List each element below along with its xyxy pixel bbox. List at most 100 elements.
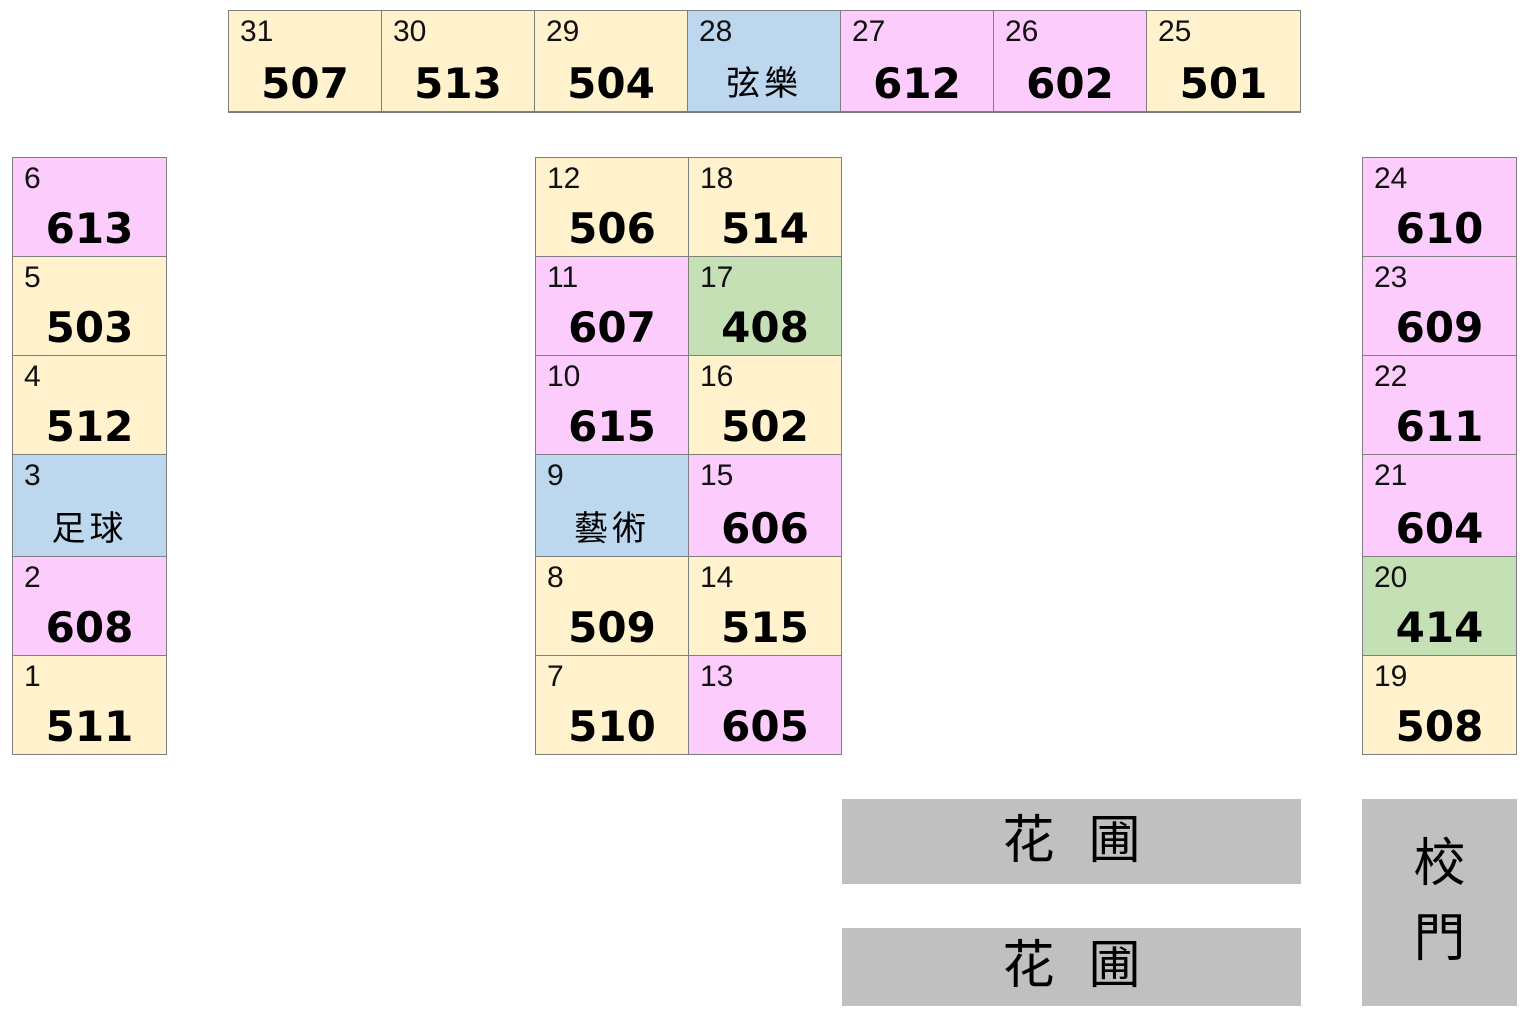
booth-label: 512 bbox=[45, 402, 134, 451]
booth-label: 502 bbox=[721, 402, 809, 451]
booth-label: 612 bbox=[873, 59, 961, 108]
garden-block-1: 花圃 bbox=[842, 799, 1301, 884]
booth-number: 13 bbox=[700, 660, 734, 693]
booth-number: 31 bbox=[240, 15, 274, 48]
booth-label: 509 bbox=[568, 603, 656, 652]
booth-23[interactable]: 23 609 bbox=[1363, 257, 1516, 356]
booth-number: 27 bbox=[852, 15, 886, 48]
booth-27[interactable]: 27 612 bbox=[841, 11, 994, 112]
booth-15[interactable]: 15 606 bbox=[689, 455, 841, 557]
booth-number: 9 bbox=[547, 459, 564, 492]
booth-13[interactable]: 13 605 bbox=[689, 656, 841, 754]
booth-number: 16 bbox=[700, 360, 734, 393]
booth-number: 7 bbox=[547, 660, 564, 693]
booth-24[interactable]: 24 610 bbox=[1363, 158, 1516, 257]
booth-label: 607 bbox=[568, 303, 656, 352]
gate-label-2: 門 bbox=[1413, 909, 1466, 970]
booth-8[interactable]: 8 509 bbox=[536, 557, 689, 656]
booth-label: 507 bbox=[261, 59, 349, 108]
booth-number: 17 bbox=[700, 261, 734, 294]
booth-number: 15 bbox=[700, 459, 734, 492]
booth-number: 30 bbox=[393, 15, 427, 48]
booth-label: 408 bbox=[721, 303, 809, 352]
booth-7[interactable]: 7 510 bbox=[536, 656, 689, 754]
booth-label: 414 bbox=[1395, 603, 1484, 652]
booth-10[interactable]: 10 615 bbox=[536, 356, 689, 455]
booth-5[interactable]: 5 503 bbox=[13, 257, 166, 356]
booth-number: 28 bbox=[699, 15, 733, 48]
booth-number: 8 bbox=[547, 561, 564, 594]
booth-number: 24 bbox=[1374, 162, 1408, 195]
booth-30[interactable]: 30 513 bbox=[382, 11, 535, 112]
booth-22[interactable]: 22 611 bbox=[1363, 356, 1516, 455]
school-gate: 校 門 bbox=[1362, 799, 1517, 1006]
booth-number: 22 bbox=[1374, 360, 1408, 393]
booth-17[interactable]: 17 408 bbox=[689, 257, 841, 356]
booth-number: 10 bbox=[547, 360, 581, 393]
booth-20[interactable]: 20 414 bbox=[1363, 557, 1516, 656]
booth-number: 12 bbox=[547, 162, 581, 195]
booth-number: 11 bbox=[547, 261, 579, 294]
booth-number: 14 bbox=[700, 561, 734, 594]
gate-label-1: 校 bbox=[1413, 834, 1466, 894]
booth-label: 503 bbox=[45, 303, 134, 352]
booth-label: 609 bbox=[1395, 303, 1484, 352]
booth-label: 513 bbox=[414, 59, 502, 108]
booth-label: 501 bbox=[1179, 59, 1268, 108]
booth-number: 25 bbox=[1158, 15, 1192, 48]
booth-label: 608 bbox=[45, 603, 134, 652]
booth-26[interactable]: 26 602 bbox=[994, 11, 1147, 112]
booth-label: 510 bbox=[568, 702, 656, 751]
booth-number: 23 bbox=[1374, 261, 1408, 294]
booth-31[interactable]: 31 507 bbox=[229, 11, 382, 112]
booth-4[interactable]: 4 512 bbox=[13, 356, 166, 455]
booth-label: 藝術 bbox=[574, 509, 650, 549]
booth-number: 29 bbox=[546, 15, 580, 48]
top-row: 31 507 30 513 29 504 28 弦樂 27 612 26 602… bbox=[228, 10, 1301, 113]
booth-label: 605 bbox=[721, 702, 809, 751]
booth-25[interactable]: 25 501 bbox=[1147, 11, 1300, 112]
booth-11[interactable]: 11 607 bbox=[536, 257, 689, 356]
booth-21[interactable]: 21 604 bbox=[1363, 455, 1516, 557]
booth-number: 21 bbox=[1374, 459, 1408, 492]
booth-29[interactable]: 29 504 bbox=[535, 11, 688, 112]
booth-number: 19 bbox=[1374, 660, 1408, 693]
booth-number: 18 bbox=[700, 162, 734, 195]
booth-label: 613 bbox=[45, 204, 134, 253]
booth-number: 4 bbox=[24, 360, 41, 393]
booth-label: 足球 bbox=[51, 509, 128, 549]
booth-label: 506 bbox=[568, 204, 656, 253]
booth-number: 2 bbox=[24, 561, 41, 594]
booth-19[interactable]: 19 508 bbox=[1363, 656, 1516, 754]
booth-label: 604 bbox=[1395, 504, 1484, 553]
booth-label: 514 bbox=[721, 204, 809, 253]
booth-12[interactable]: 12 506 bbox=[536, 158, 689, 257]
booth-label: 615 bbox=[568, 402, 656, 451]
booth-9[interactable]: 9 藝術 bbox=[536, 455, 689, 557]
booth-6[interactable]: 6 613 bbox=[13, 158, 166, 257]
booth-number: 5 bbox=[24, 261, 41, 294]
booth-number: 3 bbox=[24, 459, 41, 492]
booth-number: 6 bbox=[24, 162, 41, 195]
booth-label: 602 bbox=[1026, 59, 1114, 108]
booth-3[interactable]: 3 足球 bbox=[13, 455, 166, 557]
booth-number: 20 bbox=[1374, 561, 1408, 594]
booth-label: 511 bbox=[45, 702, 134, 751]
booth-label: 弦樂 bbox=[726, 64, 802, 104]
booth-28[interactable]: 28 弦樂 bbox=[688, 11, 841, 112]
booth-1[interactable]: 1 511 bbox=[13, 656, 166, 754]
booth-label: 610 bbox=[1395, 204, 1484, 253]
garden-label: 花圃 bbox=[1002, 811, 1175, 871]
booth-14[interactable]: 14 515 bbox=[689, 557, 841, 656]
booth-label: 504 bbox=[567, 59, 655, 108]
booth-18[interactable]: 18 514 bbox=[689, 158, 841, 257]
booth-2[interactable]: 2 608 bbox=[13, 557, 166, 656]
garden-label: 花圃 bbox=[1002, 936, 1175, 996]
booth-number: 26 bbox=[1005, 15, 1039, 48]
right-column: 24 610 23 609 22 611 21 604 20 414 19 50… bbox=[1362, 157, 1517, 755]
booth-16[interactable]: 16 502 bbox=[689, 356, 841, 455]
booth-number: 1 bbox=[24, 660, 41, 693]
left-column: 6 613 5 503 4 512 3 足球 2 608 1 511 bbox=[12, 157, 167, 755]
booth-label: 515 bbox=[721, 603, 809, 652]
garden-block-2: 花圃 bbox=[842, 928, 1301, 1006]
